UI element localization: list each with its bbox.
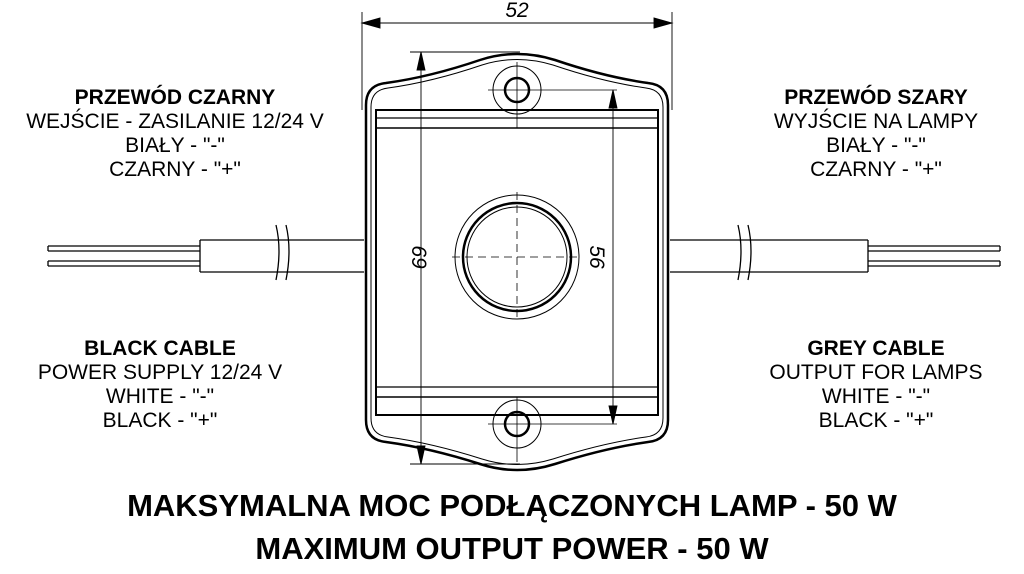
label-title: BLACK CABLE (84, 337, 236, 360)
label-title: PRZEWÓD CZARNY (74, 86, 276, 109)
dimension-lines (360, 12, 674, 465)
label-grey-cable-pl: PRZEWÓD SZARY WYJŚCIE NA LAMPY BIAŁY - "… (696, 86, 1024, 182)
label-title: PRZEWÓD SZARY (784, 86, 968, 109)
label-line: BLACK - "+" (818, 409, 934, 432)
label-black-cable-pl: PRZEWÓD CZARNY WEJŚCIE - ZASILANIE 12/24… (0, 86, 355, 182)
label-black-cable-en: BLACK CABLE POWER SUPPLY 12/24 V WHITE -… (0, 337, 340, 433)
right-cable (670, 224, 1001, 281)
footer-max-power-en: MAXIMUM OUTPUT POWER - 50 W (255, 531, 769, 566)
label-line: BLACK - "+" (102, 409, 218, 432)
dim-height-holes-label: 56 (585, 245, 608, 269)
dim-width-label: 52 (505, 0, 529, 22)
label-line: OUTPUT FOR LAMPS (769, 361, 983, 384)
label-title: GREY CABLE (807, 337, 945, 360)
label-line: CZARNY - "+" (810, 158, 942, 181)
label-line: POWER SUPPLY 12/24 V (37, 361, 283, 384)
label-line: WHITE - "-" (105, 385, 215, 408)
label-line: WHITE - "-" (821, 385, 931, 408)
label-line: BIAŁY - "-" (826, 134, 926, 157)
dim-height-outer-label: 69 (407, 245, 430, 269)
housing (364, 52, 670, 472)
label-line: CZARNY - "+" (109, 158, 241, 181)
label-line: WEJŚCIE - ZASILANIE 12/24 V (26, 110, 324, 133)
label-line: WYJŚCIE NA LAMPY (773, 110, 979, 133)
left-cable (47, 224, 364, 281)
label-line: BIAŁY - "-" (125, 134, 225, 157)
footer-max-power-pl: MAKSYMALNA MOC PODŁĄCZONYCH LAMP - 50 W (127, 488, 897, 523)
label-grey-cable-en: GREY CABLE OUTPUT FOR LAMPS WHITE - "-" … (696, 337, 1024, 433)
